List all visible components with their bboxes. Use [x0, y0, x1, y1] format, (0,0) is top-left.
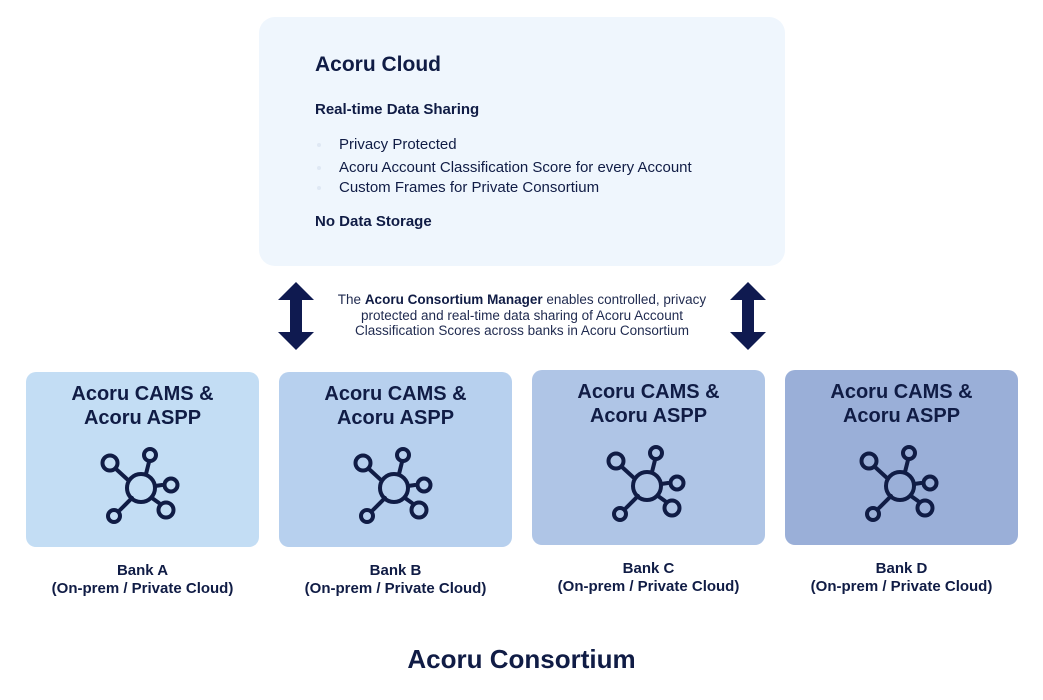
bank-name: Bank B [369, 562, 422, 579]
consortium-title: Acoru Consortium [407, 644, 636, 674]
bank-product-line2: Acoru ASPP [589, 405, 708, 427]
bank-product-line1: Acoru CAMS & [830, 381, 973, 403]
network-hub-icon [606, 445, 686, 522]
acoru-cloud-box: Acoru Cloud Real-time Data Sharing Priva… [259, 17, 785, 266]
cloud-feature-item: Acoru Account Classification Score for e… [315, 158, 692, 178]
cloud-feature-item: Privacy Protected [315, 135, 692, 155]
bank-name: Bank A [116, 562, 169, 579]
cloud-feature-item: Custom Frames for Private Consortium [315, 178, 692, 198]
cloud-subtitle: Real-time Data Sharing [315, 101, 480, 118]
consortium-manager-name: Acoru Consortium Manager [364, 292, 543, 307]
bank-product-line2: Acoru ASPP [336, 407, 455, 429]
bank-product-line1: Acoru CAMS & [324, 383, 467, 405]
cloud-footer: No Data Storage [315, 213, 432, 230]
bank-d-box: Acoru CAMS & Acoru ASPP [785, 370, 1018, 545]
bank-product-title: Acoru CAMS & Acoru ASPP [26, 382, 259, 430]
bank-c-label: Bank C (On-prem / Private Cloud) [532, 560, 765, 596]
bank-deployment: (On-prem / Private Cloud) [304, 580, 487, 597]
double-arrow-icon [278, 282, 314, 350]
network-hub-icon [353, 447, 433, 524]
manager-text-suffix: enables controlled, privacy protected an… [355, 292, 707, 338]
bank-product-line2: Acoru ASPP [83, 407, 202, 429]
bank-c-box: Acoru CAMS & Acoru ASPP [532, 370, 765, 545]
bank-b-box: Acoru CAMS & Acoru ASPP [279, 372, 512, 547]
bank-a-box: Acoru CAMS & Acoru ASPP [26, 372, 259, 547]
cloud-feature-list: Privacy Protected Acoru Account Classifi… [315, 135, 692, 198]
network-hub-icon [859, 445, 939, 522]
bank-b-label: Bank B (On-prem / Private Cloud) [279, 562, 512, 598]
bank-a-label: Bank A (On-prem / Private Cloud) [26, 562, 259, 598]
bank-name: Bank C [622, 560, 675, 577]
bank-product-line2: Acoru ASPP [842, 405, 961, 427]
consortium-manager-description: The Acoru Consortium Manager enables con… [330, 292, 714, 339]
double-arrow-icon [730, 282, 766, 350]
bank-product-title: Acoru CAMS & Acoru ASPP [532, 380, 765, 428]
bank-name: Bank D [875, 560, 928, 577]
bank-deployment: (On-prem / Private Cloud) [810, 578, 993, 595]
manager-text-prefix: The [337, 292, 365, 307]
network-hub-icon [100, 447, 180, 524]
bank-product-line1: Acoru CAMS & [71, 383, 214, 405]
bank-product-line1: Acoru CAMS & [577, 381, 720, 403]
bank-deployment: (On-prem / Private Cloud) [51, 580, 234, 597]
bank-product-title: Acoru CAMS & Acoru ASPP [279, 382, 512, 430]
bank-d-label: Bank D (On-prem / Private Cloud) [785, 560, 1018, 596]
bank-deployment: (On-prem / Private Cloud) [557, 578, 740, 595]
bank-product-title: Acoru CAMS & Acoru ASPP [785, 380, 1018, 428]
cloud-title: Acoru Cloud [315, 53, 441, 76]
